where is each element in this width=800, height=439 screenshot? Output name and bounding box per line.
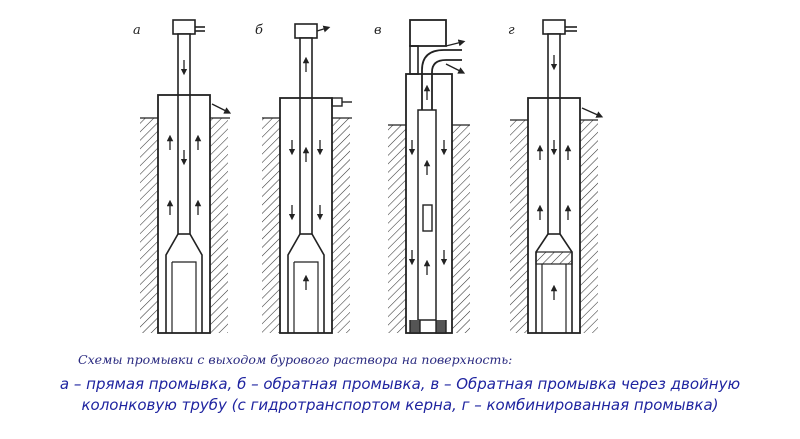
borehole-casing-b [279,97,333,334]
flow-arrows-a [166,60,202,215]
panel-label-a: а [133,23,141,38]
scheme-g: г [508,19,604,334]
core-sample-v [422,204,433,232]
ground-a [140,117,230,333]
packer-g [535,251,573,265]
scheme-v: в [374,19,470,334]
panel-label-g: г [508,23,515,38]
flow-arrows-v [408,84,448,275]
ground-g [510,119,598,333]
ground-v [388,124,470,333]
flow-arrows-g [536,55,572,300]
panel-label-b: б [255,23,263,38]
flushing-schemes-figure: а б [133,19,604,334]
swivel-b [294,23,318,39]
swivel-a [172,19,196,35]
discharge-pipe-v [421,49,462,110]
drill-pipe-b [299,37,313,235]
flow-arrows-b [288,56,324,290]
borehole-casing-g [527,97,581,334]
inner-tube-v [417,109,437,321]
caption-line-2: колонковую трубу (с гидротранспортом кер… [81,396,719,414]
scheme-a: а [133,19,232,334]
drill-pipe-g [547,33,561,235]
scheme-b: б [255,23,352,334]
caption-line-1: а – прямая промывка, б – обратная промыв… [59,375,741,393]
drill-pipe-a [177,33,191,235]
panel-label-v: в [374,23,382,38]
borehole-casing-v [405,73,453,334]
caption-title: Схемы промывки с выходом бурового раство… [78,352,513,367]
flushing-diagram: а б [133,19,604,334]
ground-b [262,117,352,333]
swivel-g [542,19,566,35]
outflow-arrow-a [211,103,232,114]
borehole-casing-a [157,94,211,334]
caption-body: а – прямая промывка, б – обратная промыв… [10,374,790,416]
double-swivel-head [409,19,447,47]
